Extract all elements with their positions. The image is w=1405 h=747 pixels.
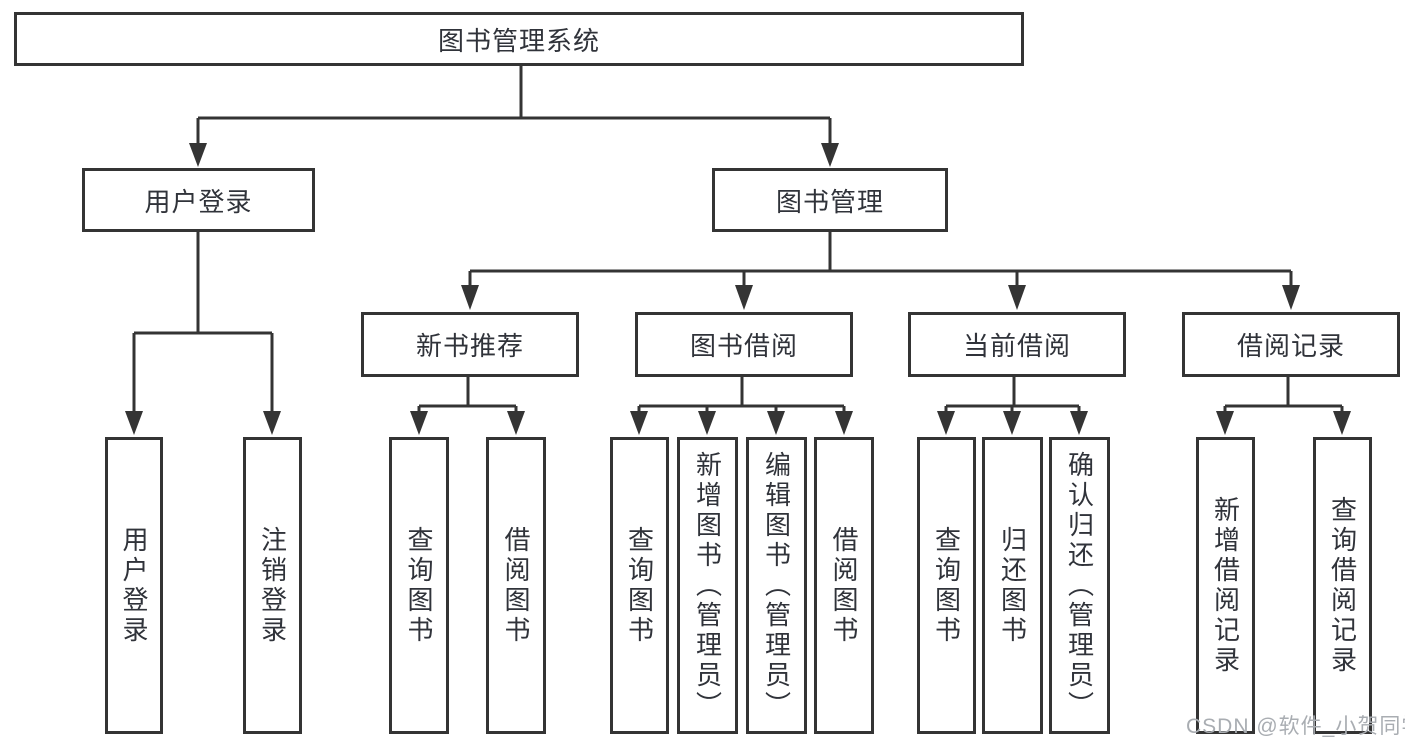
arrow-to-bb-edit-books [767, 411, 785, 435]
node-book-borrow: 图书借阅 [635, 312, 853, 377]
node-leaf-cb-query-books: 查询图书 [917, 437, 976, 734]
node-leaf-br-query-record: 查询借阅记录 [1313, 437, 1372, 734]
arrow-to-book-borrow [735, 285, 753, 310]
connector-user-login [132, 232, 274, 413]
node-current-borrow: 当前借阅 [908, 312, 1126, 377]
node-label: 图书管理系统 [437, 25, 600, 56]
node-leaf-br-add-record: 新增借阅记录 [1196, 437, 1255, 734]
node-label: 用户登录 [119, 525, 149, 646]
node-leaf-bb-borrow-books: 借阅图书 [814, 437, 874, 734]
arrow-to-user-login [189, 143, 207, 167]
node-label: 用户登录 [144, 186, 253, 217]
node-leaf-user-login: 用户登录 [105, 437, 163, 734]
node-leaf-bb-query-books: 查询图书 [610, 437, 669, 734]
arrow-to-bb-add-books [698, 411, 716, 435]
node-leaf-cb-confirm-return-admin: 确认归还（管理员） [1049, 437, 1110, 734]
arrow-to-borrow-records [1282, 285, 1300, 310]
arrow-to-book-management [821, 143, 839, 167]
arrow-to-cb-confirm-return [1070, 411, 1088, 435]
node-root-system: 图书管理系统 [14, 12, 1024, 66]
node-label: 新增图书（管理员） [692, 450, 723, 721]
node-label: 查询图书 [624, 525, 655, 646]
arrowheads [125, 143, 1351, 435]
connector-book-borrow [637, 377, 846, 413]
node-label: 编辑图书（管理员） [761, 450, 792, 721]
node-label: 借阅记录 [1236, 331, 1345, 361]
node-label: 借阅图书 [829, 525, 859, 646]
node-book-management: 图书管理 [712, 168, 948, 232]
arrow-to-br-query-record [1333, 411, 1351, 435]
connector-borrow-records [1223, 377, 1344, 413]
csdn-watermark: CSDN @软件_小贺同学 [1186, 715, 1405, 738]
connector-book-management [468, 232, 1293, 287]
node-new-book-recommend: 新书推荐 [361, 312, 579, 377]
arrow-to-user-login-leaf [125, 411, 143, 435]
connector-root [196, 66, 832, 146]
arrow-to-bb-query-books [630, 411, 648, 435]
node-label: 新书推荐 [415, 331, 524, 361]
node-leaf-logout: 注销登录 [243, 437, 302, 734]
node-label: 新增借阅记录 [1210, 495, 1241, 676]
node-label: 图书借阅 [689, 331, 798, 361]
arrow-to-logout [263, 411, 281, 435]
node-label: 注销登录 [257, 525, 288, 646]
node-label: 借阅图书 [501, 525, 531, 646]
arrow-to-bb-borrow-books [835, 411, 853, 435]
node-label: 归还图书 [997, 525, 1028, 646]
node-leaf-rec-borrow-books: 借阅图书 [486, 437, 546, 734]
node-label: 当前借阅 [962, 331, 1071, 361]
node-leaf-bb-add-books-admin: 新增图书（管理员） [677, 437, 738, 734]
node-label: 确认归还（管理员） [1064, 450, 1095, 721]
arrow-to-rec-borrow-books [507, 411, 525, 435]
connector-current-borrow [944, 377, 1081, 413]
node-label: 查询图书 [404, 525, 434, 646]
node-leaf-cb-return-books: 归还图书 [982, 437, 1043, 734]
node-label: 图书管理 [775, 186, 884, 217]
arrow-to-current-borrow [1008, 285, 1026, 310]
node-user-login: 用户登录 [82, 168, 315, 232]
connector-lines [132, 66, 1344, 413]
node-borrow-records: 借阅记录 [1182, 312, 1400, 377]
connector-new-book-recommend [417, 377, 518, 413]
node-leaf-rec-query-books: 查询图书 [389, 437, 449, 734]
arrow-to-rec-query-books [410, 411, 428, 435]
arrow-to-br-add-record [1216, 411, 1234, 435]
arrow-to-new-book-recommend [461, 285, 479, 310]
arrow-to-cb-return-books [1003, 411, 1021, 435]
arrow-to-cb-query-books [937, 411, 955, 435]
node-leaf-bb-edit-books-admin: 编辑图书（管理员） [746, 437, 807, 734]
node-label: 查询借阅记录 [1327, 495, 1358, 676]
node-label: 查询图书 [931, 525, 962, 646]
